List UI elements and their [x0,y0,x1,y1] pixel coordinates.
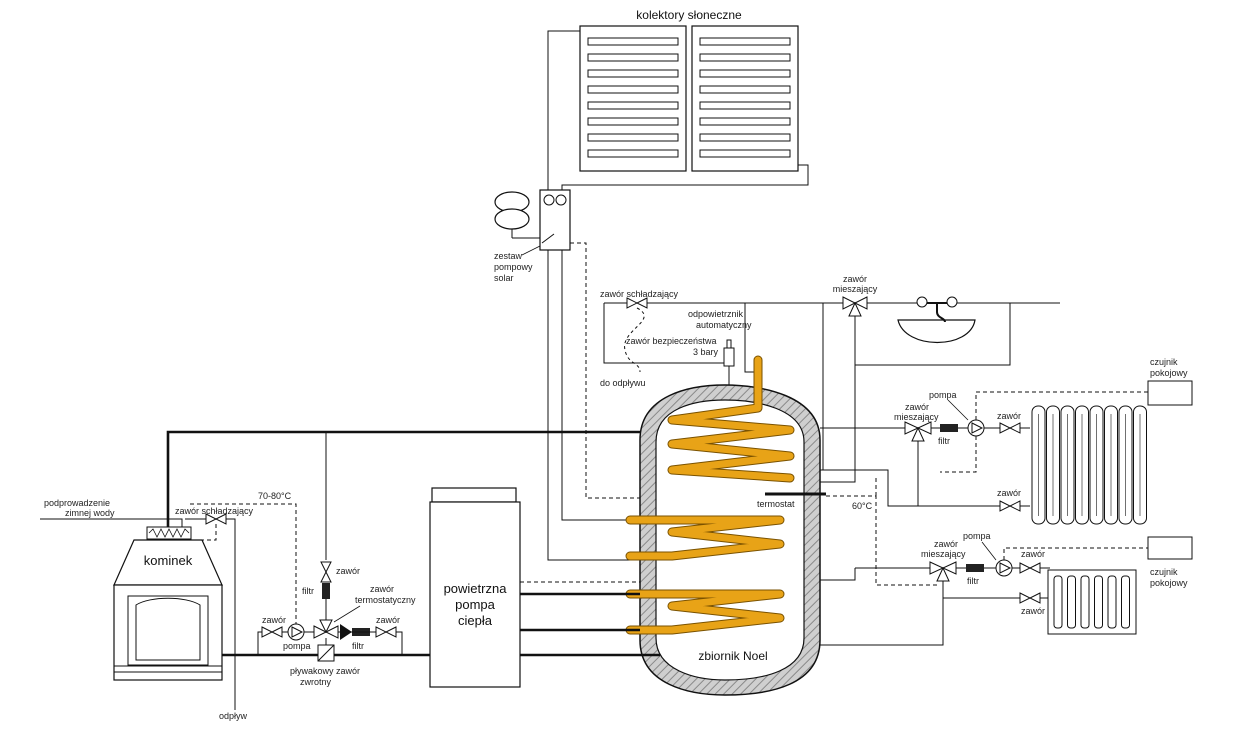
mixing-r2-label-2: mieszający [921,549,966,559]
filter-r2-label: filtr [967,576,979,586]
fireplace [113,526,223,681]
collector-fin [699,133,791,142]
collector-fin [587,37,679,46]
room-sensor-1-label-1: czujnik [1150,357,1178,367]
temp-70-80-label: 70-80°C [258,491,292,501]
collector-fin [699,85,791,94]
valve-left-a-label: zawór [262,615,286,625]
floor-coil-loop [1067,575,1076,629]
room-sensor-1 [1147,380,1193,406]
vertical-valve-filter [320,561,332,622]
floor-coil-loop [1121,575,1130,629]
room-sensor-2-label-2: pokojowy [1150,578,1188,588]
solar-pipes [547,30,809,561]
mixing-valve-top [842,296,868,317]
radiator [1031,405,1147,525]
cold-water-supply [40,503,297,710]
drain-label: odpływ [219,711,248,721]
pump-left-label: pompa [283,641,311,651]
collector-fin [587,69,679,78]
pump-r1-label: pompa [929,390,957,400]
floor-heating-circuit [820,559,1050,646]
tank-label: zbiornik Noel [698,649,767,663]
filter-left-h-label: filtr [352,641,364,651]
mixing-valve-top-label-1: zawór [843,274,867,284]
thermo-valve-label-2: termostatyczny [355,595,416,605]
valve-left-top-label: zawór [336,566,360,576]
valve-r1-label: zawór [997,411,1021,421]
heat-pump-label-2: pompa [455,597,496,612]
valve-r2-label: zawór [997,488,1021,498]
floor-coil-loop [1053,575,1063,629]
auto-vent-label-1: odpowietrznik [688,309,744,319]
hot-water-lines [603,302,1060,483]
floor-heating-coil [1047,569,1137,635]
pump-set-label-1: zestaw [494,251,523,261]
thermostat-label: termostat [757,499,795,509]
collector-fin [587,117,679,126]
floor-coil-loop [1094,575,1103,629]
floor-coil-loop [1107,575,1117,629]
safety-valve-label-2: 3 bary [693,347,719,357]
collector-fin [587,149,679,158]
heat-pump-label-3: ciepła [458,613,493,628]
safety-valve-label-1: zawór bezpieczeństwa [626,336,717,346]
thermo-valve-label-1: zawór [370,584,394,594]
mixing-r1-label-2: mieszający [894,412,939,422]
collector-fin [587,101,679,110]
to-drain-label: do odpływu [600,378,646,388]
collector-fin [699,149,791,158]
solar-pump-set [539,189,571,251]
pump-r2-label: pompa [963,531,991,541]
cooling-valve-left-label: zawór schładzający [175,506,254,516]
collector-fin [587,133,679,142]
collector-fin [699,53,791,62]
collector-fin [587,53,679,62]
collector-fin [699,101,791,110]
mixing-r1-label-1: zawór [905,402,929,412]
filter-r1-label: filtr [938,436,950,446]
valve-r4-label: zawór [1021,606,1045,616]
mixing-valve-top-label-2: mieszający [833,284,878,294]
collectors-label: kolektory słoneczne [636,8,742,22]
room-sensor-2-label-1: czujnik [1150,567,1178,577]
room-sensor-1-label-2: pokojowy [1150,368,1188,378]
collector-fin [699,69,791,78]
radiator-circuit [820,419,1030,512]
floor-coil-loop [1080,575,1090,629]
cold-water-label-2: zimnej wody [65,508,115,518]
solar-collectors [579,25,799,172]
filter-left-v-label: filtr [302,586,314,596]
collector-fin [699,117,791,126]
collector-fin [699,37,791,46]
air-heat-pump [429,487,521,688]
valve-r3-label: zawór [1021,549,1045,559]
cold-water-label-1: podprowadzenie [44,498,110,508]
float-valve-label-2: zwrotny [300,677,332,687]
float-valve-label-1: pływakowy zawór [290,666,360,676]
sink [897,296,976,344]
cooling-valve-top-label: zawór schładzający [600,289,679,299]
heat-pump-pipes [520,581,640,632]
collector-fin [587,85,679,94]
pump-set-label-2: pompowy [494,262,533,272]
cooling-valve-top [624,297,648,373]
valve-left-b-label: zawór [376,615,400,625]
temp-60-label: 60°C [852,501,873,511]
tank-coils [625,355,795,635]
heat-pump-label-1: powietrzna [444,581,508,596]
auto-vent-label-2: automatyczny [696,320,752,330]
pump-set-label-3: solar [494,273,514,283]
expansion-vessel [494,191,540,239]
mixing-r2-label-1: zawór [934,539,958,549]
fireplace-label: kominek [144,553,193,568]
fireplace-return-train [257,619,403,662]
room-sensor-2 [1147,536,1193,560]
